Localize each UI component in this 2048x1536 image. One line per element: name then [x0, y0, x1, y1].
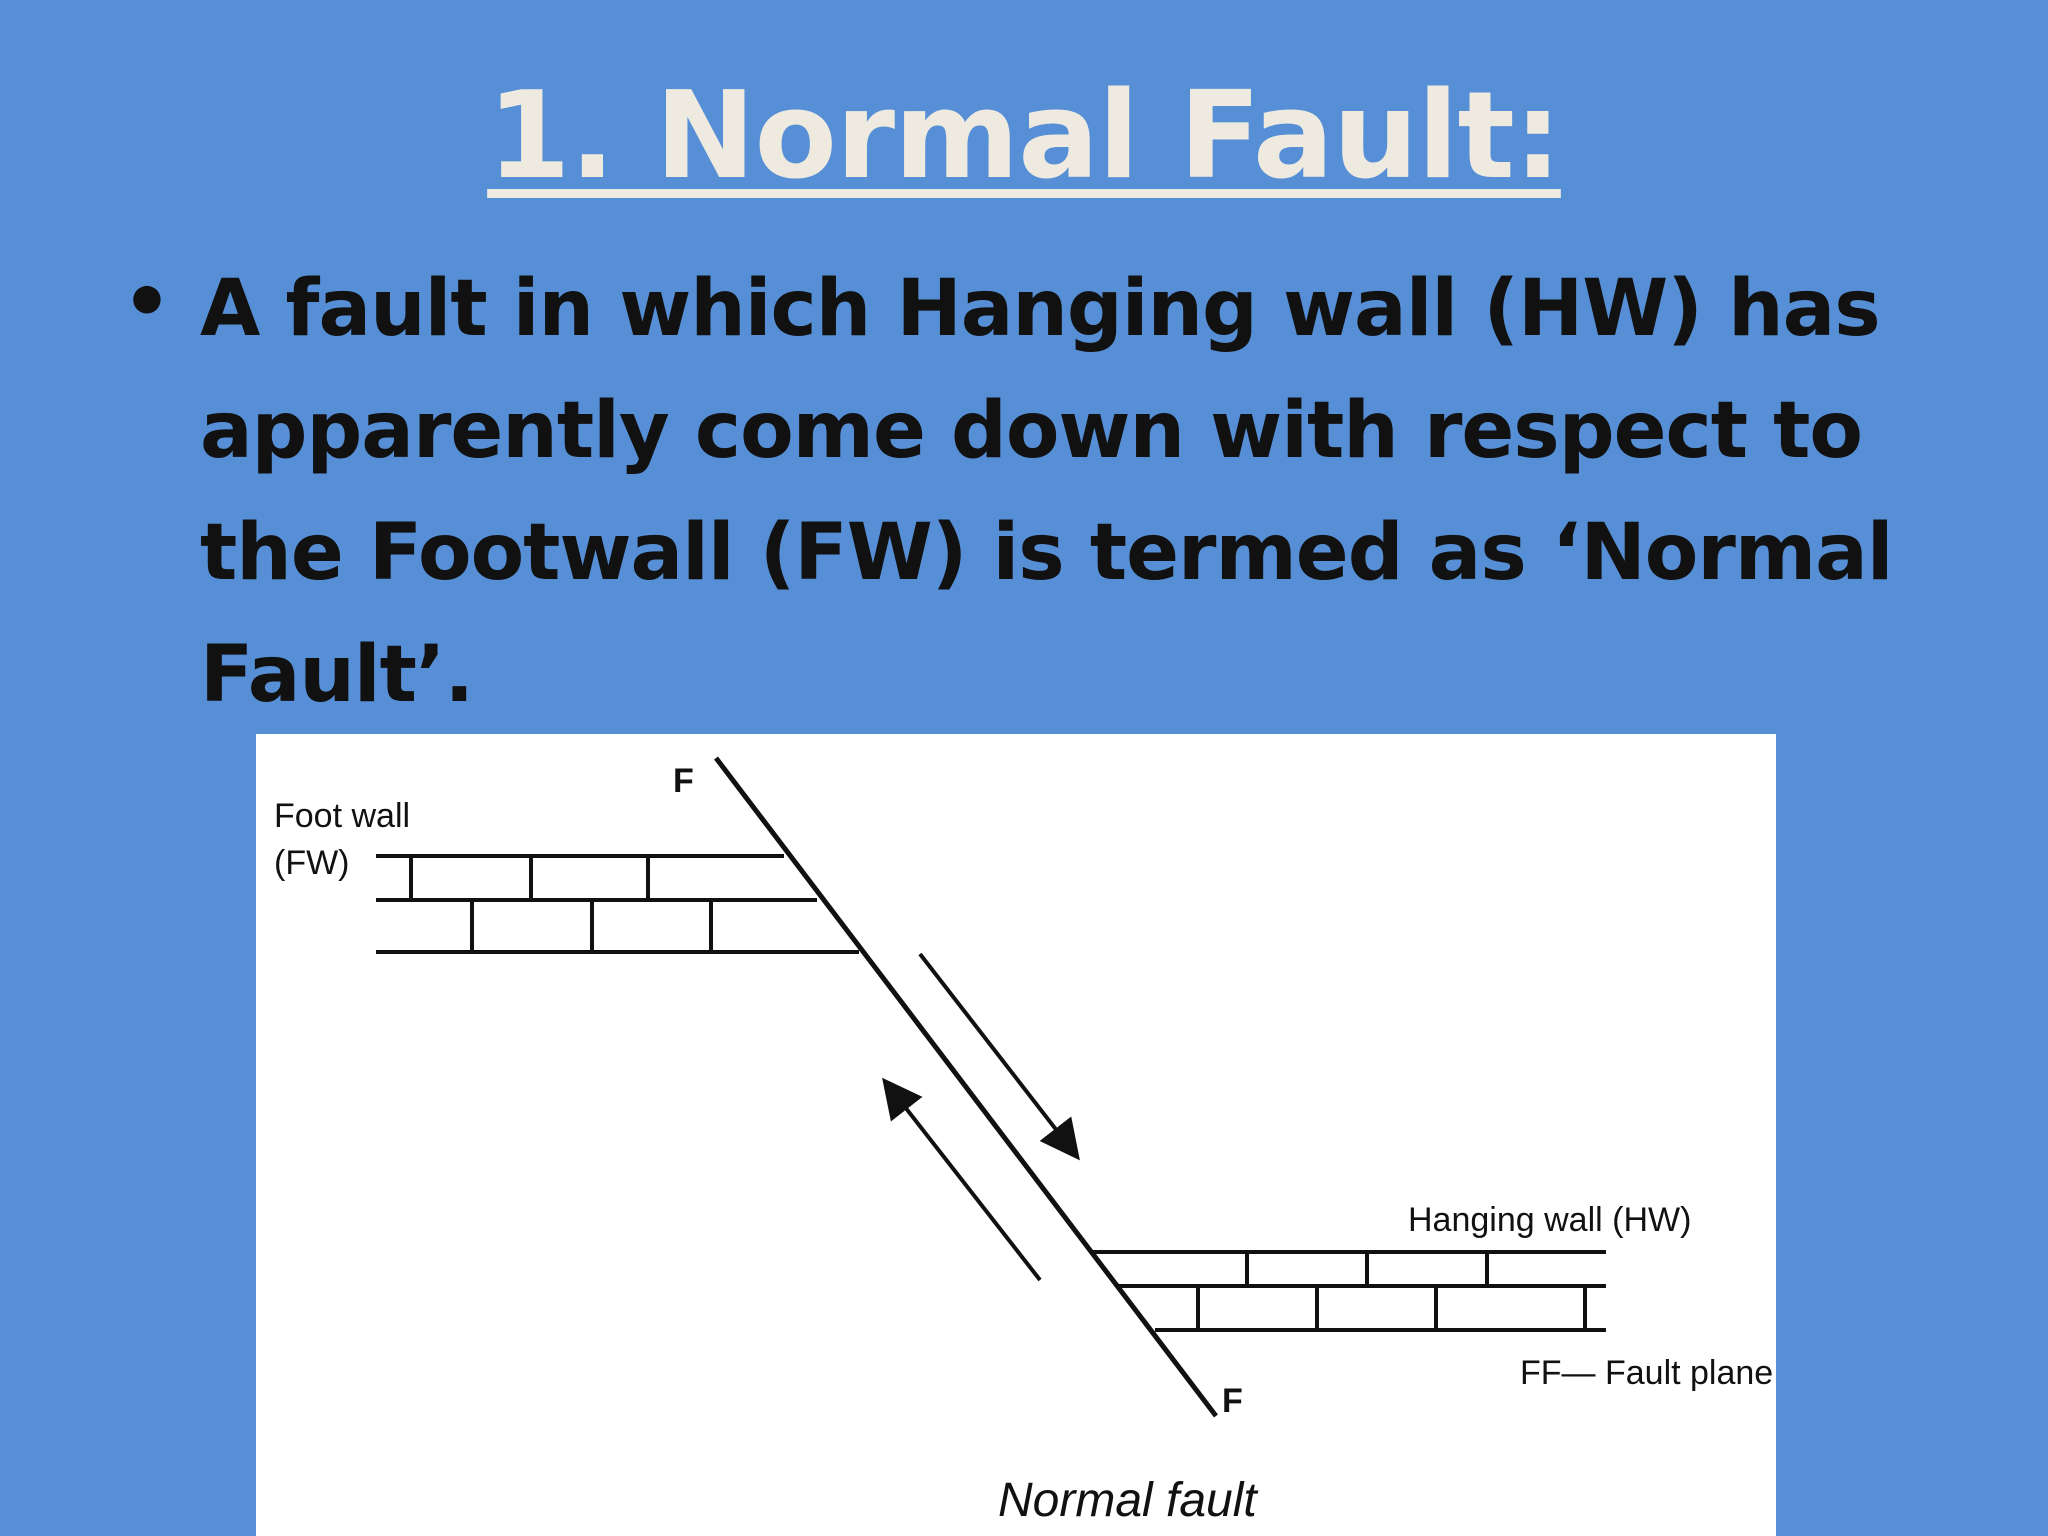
- arrow-up-icon: [882, 1077, 1042, 1282]
- bullet-list: • A fault in which Hanging wall (HW) has…: [120, 248, 1940, 736]
- diagram-caption: Normal fault: [998, 1474, 1258, 1527]
- slide-title-text: 1. Normal Fault:: [487, 67, 1562, 206]
- label-f-bottom: F: [1222, 1382, 1243, 1420]
- bullet-icon: •: [122, 258, 172, 348]
- arrow-down-icon: [918, 952, 1080, 1161]
- bullet-item: • A fault in which Hanging wall (HW) has…: [120, 248, 1940, 736]
- normal-fault-diagram: F F Foot wall (FW) Hanging wall (HW) FF—…: [256, 734, 1776, 1536]
- label-f-top: F: [673, 762, 694, 800]
- label-hanging-wall: Hanging wall (HW): [1408, 1201, 1691, 1239]
- label-fault-plane: FF— Fault plane: [1520, 1354, 1773, 1392]
- hangingwall-strata: [1093, 1250, 1606, 1332]
- normal-fault-svg: F F Foot wall (FW) Hanging wall (HW) FF—…: [274, 756, 1773, 1527]
- label-footwall-line1: Foot wall: [274, 797, 410, 835]
- label-footwall-line2: (FW): [274, 844, 350, 882]
- fault-plane-line: [714, 756, 1218, 1418]
- slide-title: 1. Normal Fault:: [0, 62, 2048, 212]
- footwall-strata: [376, 854, 859, 954]
- bullet-text: A fault in which Hanging wall (HW) has a…: [200, 264, 1894, 720]
